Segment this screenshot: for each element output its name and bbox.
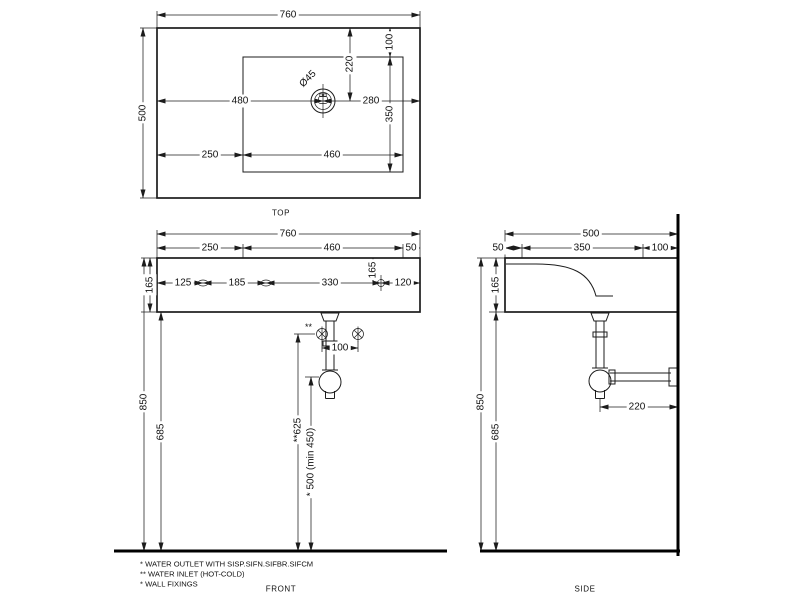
front-inlet-mark: ** bbox=[305, 322, 313, 332]
dim-front-underside-height: 685 bbox=[156, 423, 167, 440]
note-water-outlet: * WATER OUTLET WITH SISP.SIFN.SIFBR.SIFC… bbox=[140, 560, 313, 569]
front-basin-outline bbox=[156, 257, 421, 313]
dim-top-overall-depth: 500 bbox=[138, 104, 149, 121]
top-view: 760 500 480 280 250 460 100 350 220 Ø45 … bbox=[136, 8, 421, 218]
dim-front-bowl-width: 460 bbox=[324, 243, 341, 254]
dim-side-height: 165 bbox=[491, 276, 502, 293]
front-view-label: FRONT bbox=[266, 585, 297, 594]
dim-front-fixing-spacing-1: 185 bbox=[229, 278, 246, 289]
dim-side-overall-depth: 500 bbox=[583, 229, 600, 240]
front-drain-trap bbox=[318, 312, 342, 399]
dim-front-fixing-spacing-2: 330 bbox=[322, 278, 339, 289]
note-water-inlet: ** WATER INLET (HOT-COLD) bbox=[140, 570, 245, 579]
top-view-label: TOP bbox=[272, 209, 290, 218]
dim-front-inlet-height: **625 bbox=[293, 417, 304, 442]
top-basin-outline bbox=[156, 27, 421, 199]
dim-top-bowl-depth: 350 bbox=[385, 105, 396, 122]
dim-front-overall-width: 760 bbox=[280, 229, 297, 240]
side-view-label: SIDE bbox=[574, 585, 595, 594]
dim-front-rim-height: 850 bbox=[139, 393, 150, 410]
dim-front-height: 165 bbox=[145, 276, 156, 293]
side-drain-trap bbox=[588, 312, 679, 399]
front-water-inlets bbox=[316, 326, 364, 342]
dim-front-bowl-from-right: 50 bbox=[405, 243, 417, 254]
dim-side-trap-to-wall: 220 bbox=[629, 402, 646, 413]
top-bowl-outline bbox=[242, 56, 404, 173]
dim-front-bowl-from-left: 250 bbox=[202, 243, 219, 254]
dim-top-edge-to-drain: 220 bbox=[345, 55, 356, 72]
dim-top-drain-from-right: 280 bbox=[363, 96, 380, 107]
dim-top-overall-width: 760 bbox=[280, 10, 297, 21]
dim-front-fixing-from-left: 125 bbox=[175, 278, 192, 289]
side-dimension-lines bbox=[477, 230, 679, 552]
dim-side-front-edge-to-bowl: 50 bbox=[492, 243, 504, 254]
top-drain-tab bbox=[323, 93, 327, 97]
note-wall-fixings: * WALL FIXINGS bbox=[140, 580, 198, 589]
dim-side-rim-height: 850 bbox=[476, 393, 487, 410]
dim-side-bowl-to-wall: 100 bbox=[652, 243, 669, 254]
dim-top-bowl-from-left: 250 bbox=[202, 150, 219, 161]
dim-side-bowl-depth: 350 bbox=[574, 243, 591, 254]
dim-front-outlet-height: * 500 (min 450) bbox=[306, 428, 317, 496]
dim-front-fixing-height: 165 bbox=[368, 261, 379, 278]
side-view: 500 50 350 100 165 850 685 220 SIDE bbox=[474, 214, 680, 594]
dim-top-drain-from-left: 480 bbox=[232, 96, 249, 107]
dim-top-edge-to-bowl: 100 bbox=[385, 33, 396, 50]
dim-side-underside-height: 685 bbox=[491, 423, 502, 440]
top-drain-tab bbox=[319, 93, 323, 97]
dim-front-inlet-spacing: 100 bbox=[332, 343, 349, 354]
front-view: 760 250 460 50 165 125 185 330 120 165 1… bbox=[114, 227, 447, 594]
dim-top-bowl-width: 460 bbox=[324, 150, 341, 161]
dim-front-fixing-from-right: 120 bbox=[395, 278, 412, 289]
side-bowl-profile bbox=[506, 263, 613, 297]
